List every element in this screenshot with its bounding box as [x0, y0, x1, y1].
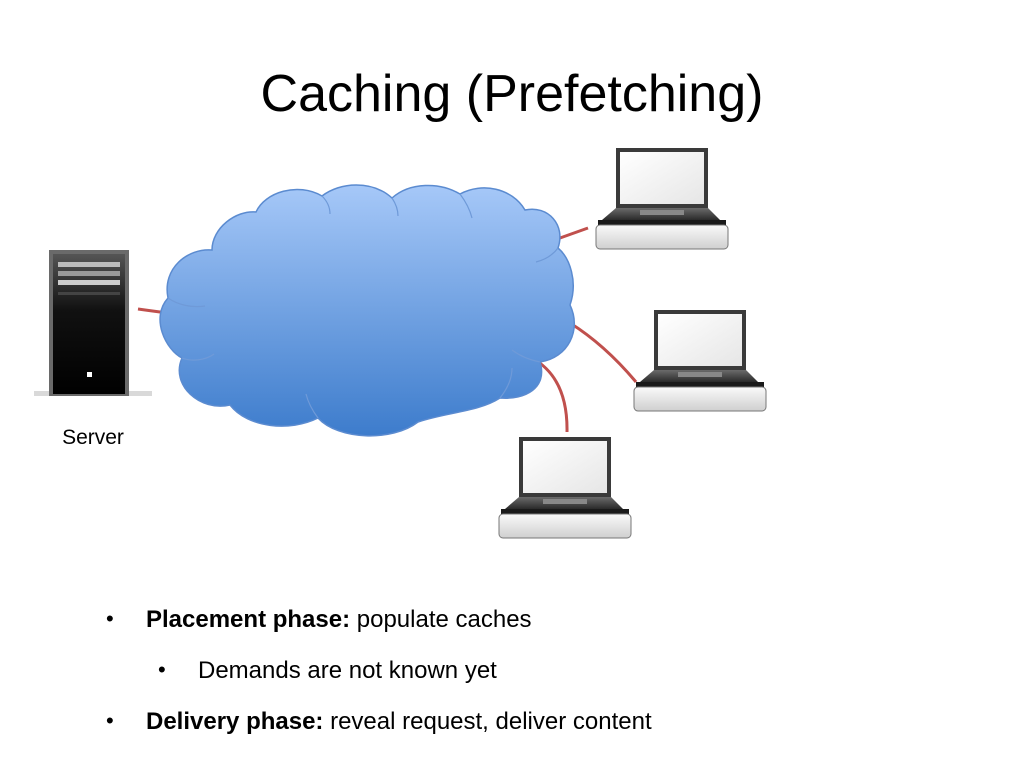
bullet-body: Demands are not known yet	[198, 657, 497, 684]
bullet-text: Demands are not known yet	[198, 656, 497, 686]
laptop-icon-bottom	[498, 437, 632, 539]
bullet-marker: •	[158, 657, 166, 682]
bullet-bold-label: Delivery phase:	[146, 708, 324, 735]
bullet-body: populate caches	[350, 606, 532, 633]
bullet-text: Delivery phase: reveal request, deliver …	[146, 707, 652, 737]
laptop-icon-top	[595, 148, 729, 250]
bullet-body: reveal request, deliver content	[323, 708, 652, 735]
bullet-text: Placement phase: populate caches	[146, 605, 532, 635]
link-cloud-laptop-top	[559, 226, 589, 240]
server-icon	[34, 250, 152, 396]
network-cloud	[159, 184, 575, 437]
bullet-marker: •	[106, 606, 114, 631]
link-cloud-laptop-right	[569, 321, 638, 383]
bullet-bold-label: Placement phase:	[146, 606, 351, 633]
laptop-icon-right	[633, 310, 767, 412]
bullet-marker: •	[106, 708, 114, 733]
server-label: Server	[62, 426, 124, 449]
slide-title: Caching (Prefetching)	[260, 65, 764, 123]
